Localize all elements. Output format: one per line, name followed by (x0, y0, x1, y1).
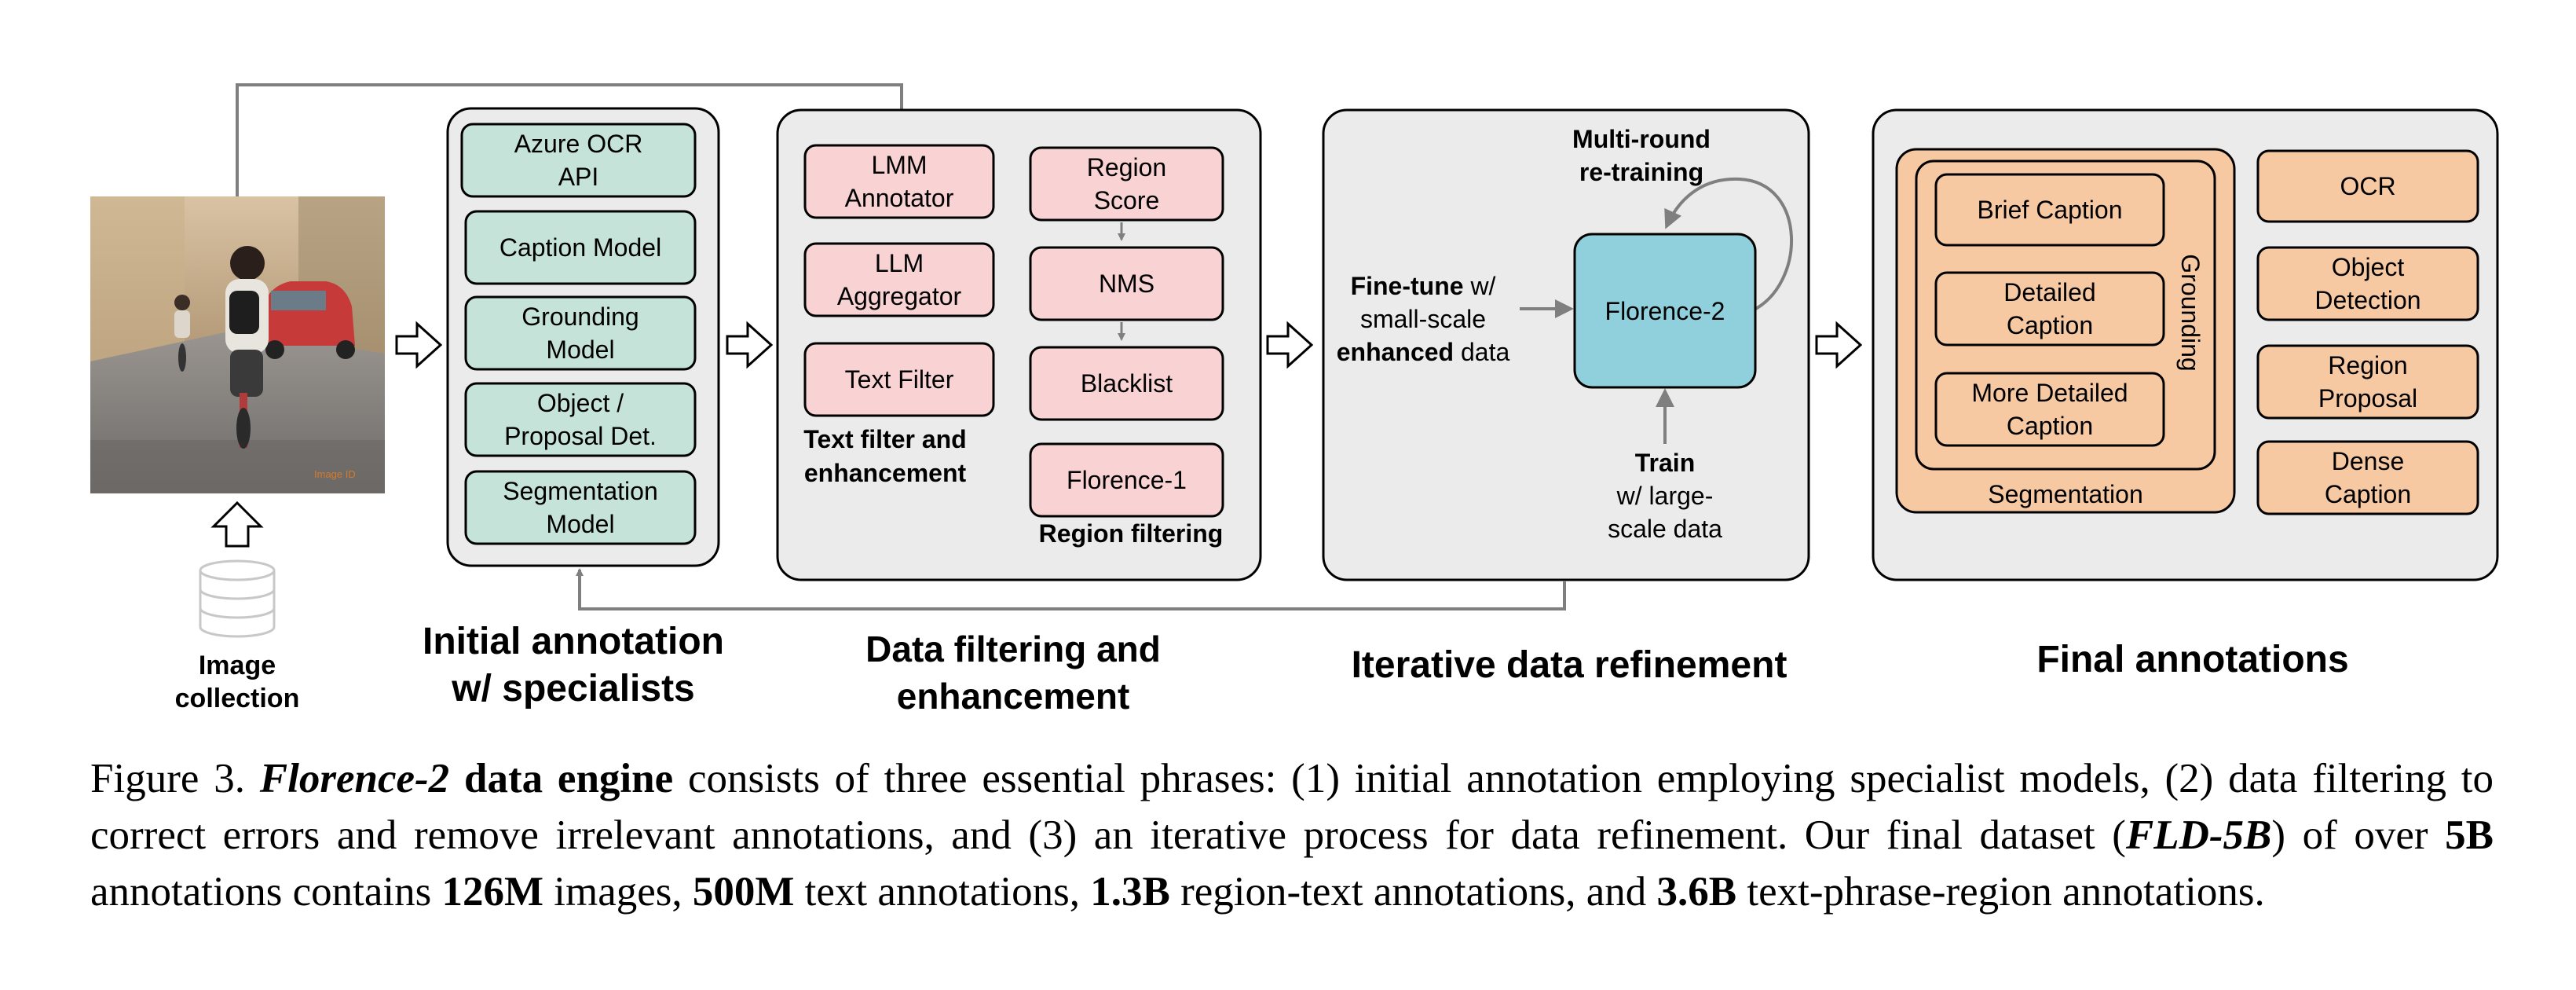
specialist-model-box: Azure OCR API (460, 123, 697, 198)
specialist-model-box-label: Model (546, 336, 614, 364)
grounding-annotation-box-label: Caption (2007, 311, 2093, 339)
car (259, 281, 355, 359)
iterative-refinement-panel: Multi-round re-training Florence-2 Fine-… (1322, 108, 1810, 581)
multi-round-label: Multi-round (1572, 125, 1711, 153)
text-filter-box: LLM Aggregator (803, 242, 995, 317)
text-filter-box-label: LLM (875, 249, 924, 277)
region-filter-box-label: Florence-1 (1067, 466, 1187, 494)
initial-annotation-title: Initial annotation (423, 621, 724, 662)
iterative-refinement-title: Iterative data refinement (1352, 644, 1787, 686)
final-annotation-box: OCR (2256, 149, 2479, 223)
specialist-model-box-label: Grounding (521, 302, 639, 331)
finetune-label: Fine-tune w/ (1351, 272, 1496, 300)
florence2-model-box (1573, 233, 1757, 389)
final-annotation-box-label: Caption (2325, 480, 2411, 508)
segmentation-label: Segmentation (1988, 480, 2142, 508)
grounding-annotation-box-label: Brief Caption (1978, 196, 2123, 224)
final-annotation-box-label: Proposal (2318, 384, 2417, 412)
specialist-model-box-label: Azure OCR (514, 130, 643, 158)
grounding-annotation-box-label: Detailed (2003, 278, 2095, 306)
photo-watermark: Image ID (314, 468, 356, 480)
finetune-label: enhanced data (1337, 338, 1510, 366)
final-annotation-box-label: Region (2328, 351, 2407, 380)
region-filter-box-label: NMS (1099, 270, 1154, 298)
retraining-loop-arrow (1664, 177, 1793, 312)
train-label: Train (1635, 449, 1695, 477)
text-filter-box-label: Annotator (845, 184, 954, 212)
up-arrow-icon (210, 500, 264, 548)
text-filter-box: LMM Annotator (803, 144, 995, 219)
text-filter-box-label: Aggregator (837, 282, 962, 310)
region-filter-box: NMS (1029, 246, 1224, 321)
stage-arrows (395, 321, 1863, 369)
specialist-model-box-label: Proposal Det. (504, 422, 657, 450)
specialist-model-box-label: Caption Model (499, 233, 661, 262)
final-annotations-title: Final annotations (2036, 639, 2348, 680)
region-filtering-label: Region filtering (1039, 519, 1224, 548)
far-cyclist (174, 295, 190, 372)
right-arrow-icon (1266, 321, 1314, 369)
specialist-model-box-label: Model (546, 510, 614, 538)
region-filter-box-label: Region (1087, 153, 1166, 182)
specialist-model-box-label: API (558, 163, 599, 191)
grounding-annotation-box: Brief Caption (1934, 173, 2165, 247)
region-filter-box-label: Blacklist (1081, 369, 1173, 398)
initial-annotation-title: w/ specialists (451, 668, 695, 710)
grounding-label: Grounding (2176, 254, 2205, 371)
text-filter-box-label: LMM (871, 151, 927, 179)
final-annotation-box-label: Object (2332, 253, 2405, 281)
data-filtering-title: enhancement (897, 676, 1130, 717)
grounding-annotation-box-label: More Detailed (1971, 379, 2128, 407)
text-filter-box: Text Filter (803, 342, 995, 417)
image-collection-label: collection (175, 684, 300, 713)
right-arrow-icon (1815, 321, 1863, 369)
input-photo: Image ID (90, 196, 385, 493)
specialist-model-box: Caption Model (464, 210, 697, 285)
figure-caption: Figure 3. Florence-2 data engine consist… (90, 756, 2494, 915)
right-arrow-icon (726, 321, 774, 369)
data-filtering-title: Data filtering and (865, 629, 1161, 669)
text-filter-box-label: Text Filter (845, 365, 954, 394)
image-collection-label: Image (199, 651, 276, 680)
multi-round-label: re-training (1579, 158, 1703, 186)
train-label: w/ large- (1616, 482, 1714, 510)
finetune-label: small-scale (1360, 305, 1486, 333)
specialist-model-box: Object / Proposal Det. (464, 382, 697, 457)
final-annotation-box-label: OCR (2340, 172, 2395, 200)
region-filter-box: Blacklist (1029, 346, 1224, 421)
text-filter-label: enhancement (804, 459, 967, 487)
region-filter-box-label: Score (1094, 186, 1160, 214)
florence2-data-engine-diagram: Image ID Image collection Azure OCR API Ca… (90, 83, 2499, 717)
right-arrow-icon (395, 321, 443, 369)
database-icon (199, 559, 276, 638)
final-annotations-panel: Segmentation Grounding Brief CaptionDeta… (1872, 108, 2499, 581)
final-annotation-box-label: Dense (2332, 447, 2405, 475)
florence2-model-label: Florence-2 (1605, 297, 1725, 325)
cyclist (225, 246, 269, 449)
region-filter-box: Florence-1 (1029, 442, 1224, 518)
specialist-model-box-label: Object / (537, 389, 624, 417)
train-label: scale data (1608, 515, 1722, 543)
final-annotation-box-label: Detection (2314, 286, 2420, 314)
grounding-annotation-box-label: Caption (2007, 412, 2093, 440)
specialist-model-box-label: Segmentation (503, 477, 657, 505)
text-filter-label: Text filter and (803, 425, 966, 453)
